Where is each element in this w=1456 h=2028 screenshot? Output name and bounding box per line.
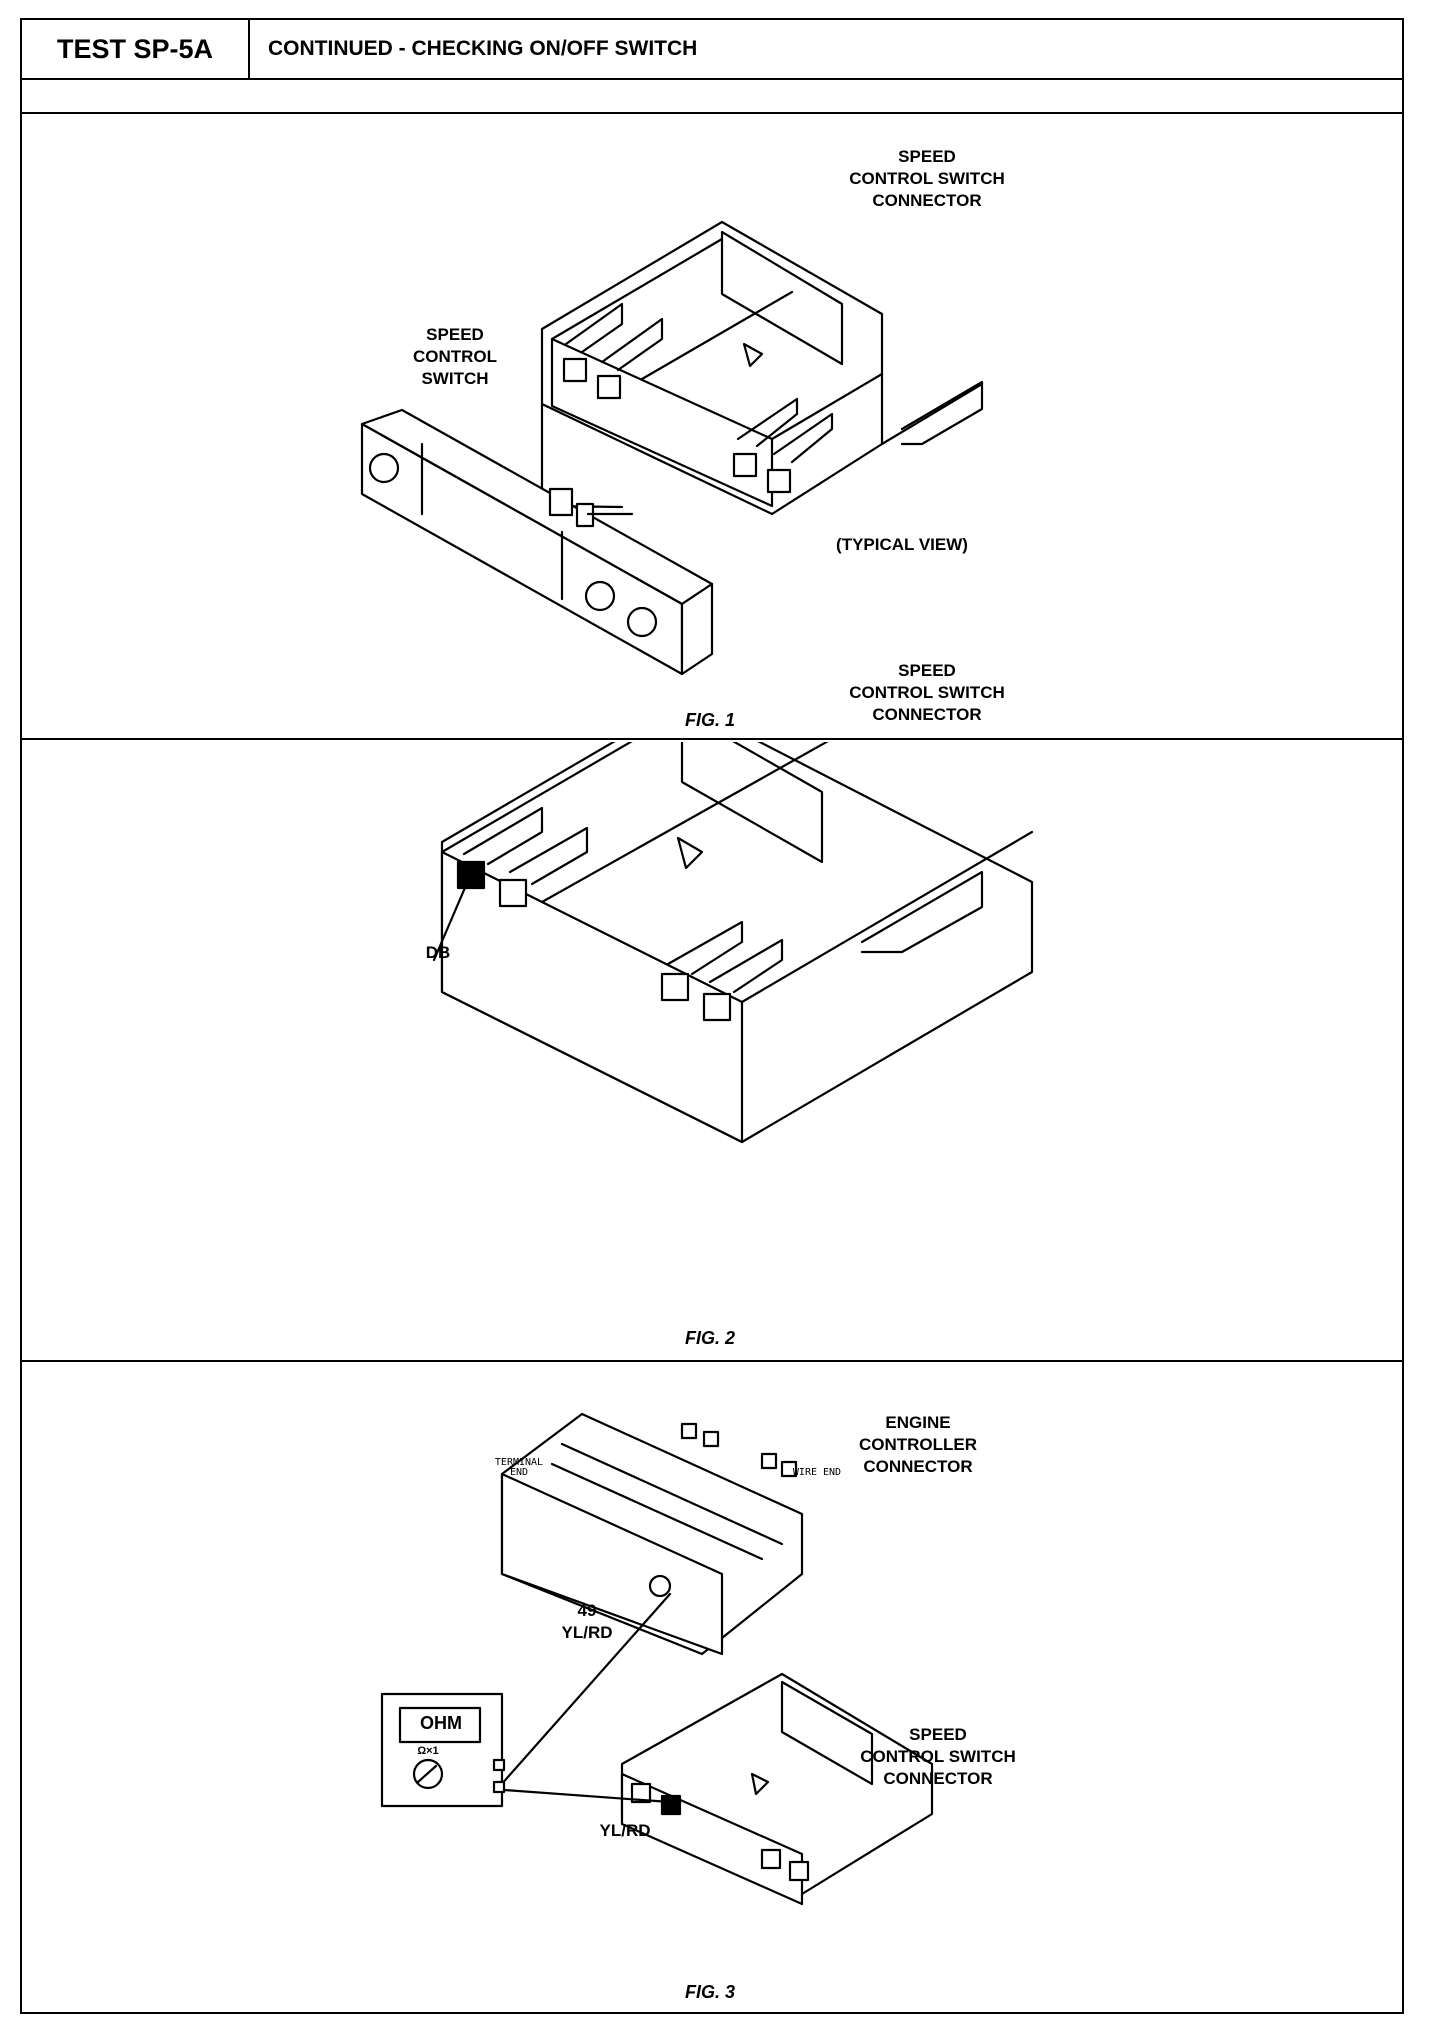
header-spacer: [22, 78, 1402, 114]
fig3-yl-rd-label: YL/RD: [599, 1821, 651, 1840]
fig1-switch-illustration: [360, 408, 714, 676]
fig1-caption: FIG. 1: [684, 710, 735, 730]
test-id: TEST SP-5A: [22, 20, 250, 78]
figure-3-drawing: [380, 1412, 934, 1906]
figure-3-panel: ENGINE CONTROLLER CONNECTOR TERMINAL END…: [22, 1364, 1402, 2012]
fig2-caption: FIG. 2: [684, 1328, 735, 1348]
fig3-engine-connector-illustration: [498, 1412, 804, 1788]
fig1-connector-illustration: [540, 220, 984, 516]
fig2-connector-illustration: [432, 742, 1034, 1144]
fig3-speed-connector-label: SPEED CONTROL SWITCH CONNECTOR: [860, 1725, 1016, 1788]
fig1-connector-label: SPEED CONTROL SWITCH CONNECTOR: [849, 147, 1005, 210]
fig2-connector-label: SPEED CONTROL SWITCH CONNECTOR: [849, 661, 1005, 724]
ohm-display: OHM: [420, 1713, 462, 1733]
fig3-caption: FIG. 3: [684, 1982, 735, 2002]
fig1-typical-view-label: (TYPICAL VIEW): [836, 535, 968, 554]
ohm-range-label: Ω×1: [417, 1745, 439, 1757]
header-bar: TEST SP-5A CONTINUED - CHECKING ON/OFF S…: [22, 20, 1402, 80]
test-page: TEST SP-5A CONTINUED - CHECKING ON/OFF S…: [20, 18, 1404, 2014]
figure-2-panel: SPEED CONTROL SWITCH CONNECTOR DB FIG. 2: [22, 661, 1402, 1362]
fig3-speed-connector-illustration: [502, 1672, 934, 1906]
fig3-pin-49-label: 49 YL/RD: [561, 1601, 613, 1642]
test-title: CONTINUED - CHECKING ON/OFF SWITCH: [268, 37, 698, 60]
fig3-ohmmeter-illustration: [380, 1692, 506, 1808]
figure-1-panel: SPEED CONTROL SWITCH CONNECTOR SPEED CON…: [22, 114, 1402, 740]
figure-1-drawing: [360, 220, 984, 676]
figure-2-drawing: [432, 742, 1034, 1144]
fig1-switch-label: SPEED CONTROL SWITCH: [412, 325, 498, 388]
fig3-terminal-end-label: TERMINAL END: [494, 1457, 544, 1478]
fig3-engine-connector-label: ENGINE CONTROLLER CONNECTOR: [858, 1413, 978, 1476]
fig2-db-label: DB: [425, 943, 451, 962]
fig3-wire-end-label: WIRE END: [792, 1467, 842, 1478]
